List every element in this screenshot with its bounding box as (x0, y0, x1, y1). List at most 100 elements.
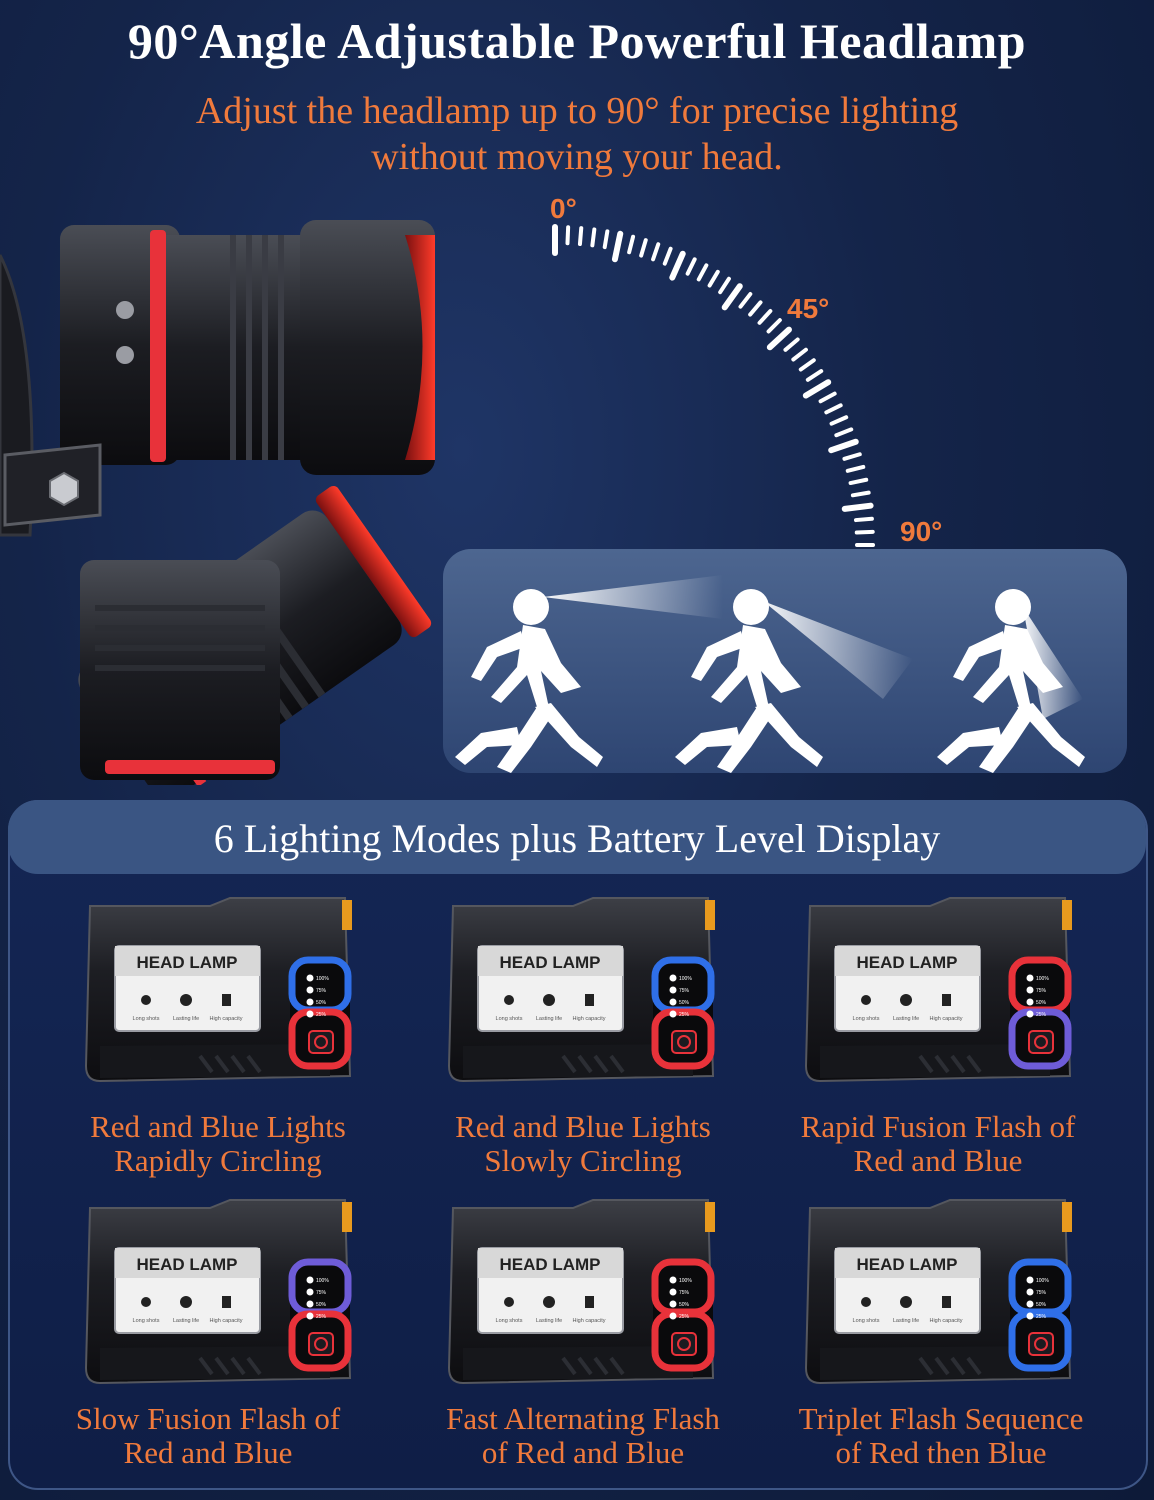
battery-level-label: 25% (1036, 1012, 1047, 1018)
subtitle-line-1: Adjust the headlamp up to 90° for precis… (195, 90, 959, 132)
feature-label: Lasting life (536, 1318, 562, 1324)
battery-level-label: 50% (316, 1302, 327, 1308)
feature-label: High capacity (209, 1318, 242, 1324)
dial-tick (845, 464, 866, 473)
device-illustration: HEAD LAMP Long shots Lasting life High capa… (447, 897, 715, 1083)
battery-level-label: 100% (1036, 976, 1049, 982)
dial-tick (577, 226, 584, 247)
angle-label-45: 45° (787, 293, 830, 324)
dial-tick (853, 516, 874, 523)
device-illustration: HEAD LAMP Long shots Lasting life High capa… (447, 1199, 715, 1385)
feature-label: High capacity (572, 1016, 605, 1022)
battery-level-label: 50% (1036, 1000, 1047, 1006)
dial-tick (824, 403, 843, 415)
battery-level-label: 25% (1036, 1314, 1047, 1320)
battery-level-label: 75% (316, 1290, 327, 1296)
mode-card-2: HEAD LAMP Long shots Lasting life High capa… (443, 896, 773, 1156)
battery-level-label: 50% (679, 1000, 690, 1006)
feature-label: Lasting life (173, 1016, 199, 1022)
dial-tick (685, 257, 697, 276)
battery-level-label: 75% (679, 1290, 690, 1296)
angle-label-90: 90° (900, 516, 943, 547)
angle-dial (552, 224, 875, 547)
feature-label: High capacity (929, 1016, 962, 1022)
mode-label-line-1: Slow Fusion Flash of (75, 1401, 341, 1436)
battery-level-label: 100% (1036, 1278, 1049, 1284)
device-label: HEAD LAMP (856, 1255, 957, 1274)
mode-label-line-1: Triplet Flash Sequence (798, 1401, 1084, 1436)
mode-label-line-1: Red and Blue Lights (455, 1109, 711, 1144)
feature-label: Long shots (133, 1318, 160, 1324)
feature-label: High capacity (929, 1318, 962, 1324)
beam-90-degree (1023, 607, 1083, 719)
dial-tick (757, 309, 773, 325)
dial-tick (802, 379, 832, 399)
dial-tick (841, 502, 874, 512)
runner-figures (455, 575, 1085, 773)
mode-label-line-2: Red and Blue (853, 1143, 1023, 1178)
battery-level-label: 100% (316, 1278, 329, 1284)
feature-label: Long shots (496, 1016, 523, 1022)
headlamp-illustration (0, 220, 435, 785)
feature-label: Lasting life (536, 1016, 562, 1022)
battery-level-label: 25% (679, 1314, 690, 1320)
dial-tick (791, 347, 808, 362)
dial-tick (718, 276, 731, 295)
feature-label: Lasting life (893, 1318, 919, 1324)
battery-level-label: 100% (679, 1278, 692, 1284)
feature-label: High capacity (209, 1016, 242, 1022)
battery-level-label: 25% (316, 1314, 327, 1320)
runner-0-degree (455, 589, 603, 773)
page-subtitle: Adjust the headlamp up to 90° for precis… (120, 88, 1034, 180)
dial-tick (565, 225, 571, 246)
dial-tick (828, 438, 859, 454)
device-illustration: HEAD LAMP Long shots Lasting life High capa… (804, 1199, 1072, 1385)
dial-tick (798, 358, 816, 372)
dial-tick (627, 234, 636, 255)
feature-label: High capacity (572, 1318, 605, 1324)
device-label: HEAD LAMP (136, 953, 237, 972)
page-title: 90°Angle Adjustable Powerful Headlamp (127, 13, 1027, 69)
battery-level-label: 75% (1036, 988, 1047, 994)
mode-label-line-2: of Red and Blue (481, 1435, 685, 1470)
feature-label: Long shots (853, 1318, 880, 1324)
dial-tick (766, 318, 782, 334)
device-label: HEAD LAMP (499, 953, 600, 972)
dial-tick (707, 269, 720, 288)
dial-tick (842, 452, 862, 461)
feature-label: Long shots (496, 1318, 523, 1324)
dial-tick (669, 250, 686, 281)
battery-level-label: 75% (1036, 1290, 1047, 1296)
mode-card-6: HEAD LAMP Long shots Lasting life High capa… (800, 1198, 1130, 1458)
angle-ticks (552, 224, 875, 547)
feature-label: Lasting life (893, 1016, 919, 1022)
modes-title: 6 Lighting Modes plus Battery Level Disp… (8, 800, 1146, 874)
mode-label-line-2: Rapidly Circling (114, 1143, 322, 1178)
dial-tick (611, 230, 624, 263)
feature-label: Long shots (853, 1016, 880, 1022)
dial-tick (818, 391, 837, 404)
dial-tick (766, 326, 792, 351)
battery-level-label: 50% (316, 1000, 327, 1006)
battery-level-label: 50% (1036, 1302, 1047, 1308)
mode-label-line-1: Red and Blue Lights (90, 1109, 346, 1144)
battery-level-label: 25% (316, 1012, 327, 1018)
dial-tick (721, 283, 743, 311)
runner-demo-panel (443, 549, 1127, 773)
device-label: HEAD LAMP (499, 1255, 600, 1274)
dial-tick (662, 246, 673, 266)
beam-45-degree (763, 601, 913, 699)
angle-label-0: 0° (550, 193, 577, 224)
mode-label-line-2: of Red then Blue (835, 1435, 1047, 1470)
dial-tick (829, 415, 849, 426)
